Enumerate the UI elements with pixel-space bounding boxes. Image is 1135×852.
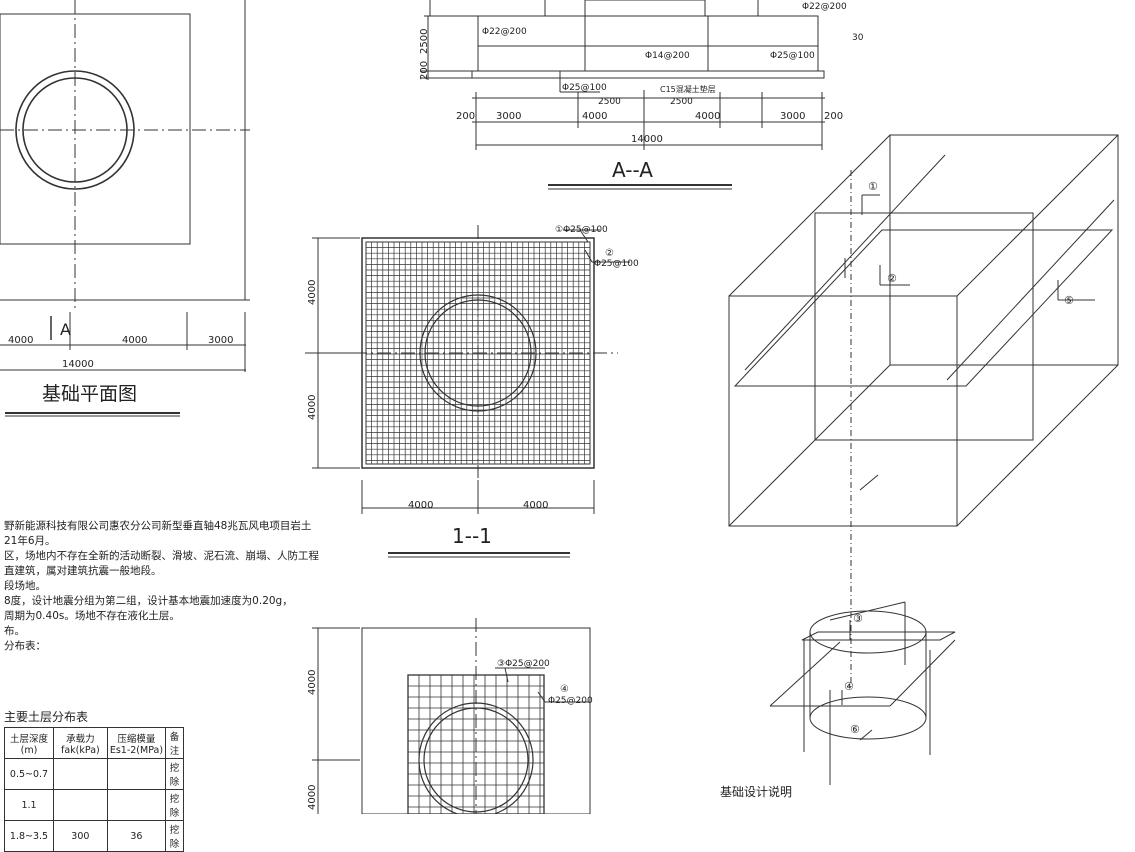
s11-rebar-2-marker: ② bbox=[605, 248, 614, 259]
table-cell: 36 bbox=[106, 820, 167, 852]
aa-dim-2: 3000 bbox=[496, 111, 521, 122]
aa-rebar-5: Φ22@200 bbox=[802, 2, 847, 12]
aa-dim-4: 4000 bbox=[695, 111, 720, 122]
plan-title: 基础平面图 bbox=[42, 383, 137, 405]
aa-rebar-3: Φ25@100 bbox=[562, 83, 607, 93]
plan-dim-2: 4000 bbox=[122, 335, 147, 346]
aa-title: A--A bbox=[612, 158, 653, 182]
table-header: 备注 bbox=[165, 727, 184, 759]
note-line: 区，场地内不存在全新的活动断裂、滑坡、泥石流、崩塌、人防工程 bbox=[4, 550, 319, 562]
iso-marker-1: ① bbox=[868, 180, 878, 193]
table-header: 承载力fak(kPa) bbox=[53, 727, 108, 759]
table-cell bbox=[53, 789, 108, 821]
cyl-marker-4: ④ bbox=[844, 680, 854, 693]
aa-dim-6: 200 bbox=[824, 111, 843, 122]
table-cell: 挖除 bbox=[165, 789, 184, 821]
table-cell bbox=[106, 789, 167, 821]
note-line: 21年6月。 bbox=[4, 535, 56, 547]
aa-dim-3: 4000 bbox=[582, 111, 607, 122]
design-notes-title: 基础设计说明 bbox=[720, 784, 792, 799]
table-cell bbox=[106, 758, 167, 790]
aa-sub-dim-1: 2500 bbox=[598, 97, 621, 107]
aa-dim-5: 3000 bbox=[780, 111, 805, 122]
cyl-marker-3: ③ bbox=[853, 612, 863, 625]
table-cell: 挖除 bbox=[165, 820, 184, 852]
s11-left-dim-1: 4000 bbox=[307, 280, 318, 305]
aa-rebar-1: Φ22@200 bbox=[482, 27, 527, 37]
table-cell bbox=[53, 758, 108, 790]
aa-rebar-2: Φ14@200 bbox=[645, 51, 690, 61]
table-cell: 挖除 bbox=[165, 758, 184, 790]
sb-left-dim-1: 4000 bbox=[307, 670, 318, 695]
note-line: 直建筑，属对建筑抗震一般地段。 bbox=[4, 565, 162, 577]
aa-overall: 14000 bbox=[631, 134, 663, 145]
s11-rebar-1: ①Φ25@100 bbox=[555, 225, 608, 235]
s11-rebar-2-spec: Φ25@100 bbox=[594, 259, 639, 269]
plan-section-marker: A bbox=[60, 320, 71, 339]
table-row: 0.5~0.7 挖除 bbox=[4, 758, 184, 790]
table-row: 1.1 挖除 bbox=[4, 789, 184, 821]
note-line: 段场地。 bbox=[4, 580, 46, 592]
section-aa bbox=[420, 0, 825, 190]
iso-marker-5: ⑤ bbox=[1064, 294, 1074, 307]
table-row: 1.8~3.5 300 36 挖除 bbox=[4, 820, 184, 852]
aa-sub-dim-2: 2500 bbox=[670, 97, 693, 107]
note-line: 分布表： bbox=[4, 640, 46, 652]
section-11 bbox=[305, 225, 630, 558]
s11-title: 1--1 bbox=[452, 524, 492, 548]
foundation-plan bbox=[0, 0, 250, 417]
soil-table-title: 主要土层分布表 bbox=[4, 710, 89, 724]
iso-box bbox=[728, 134, 1119, 690]
plan-overall: 14000 bbox=[62, 359, 94, 370]
aa-rebar-4: Φ25@100 bbox=[770, 51, 815, 61]
aa-left-dim-2: 200 bbox=[419, 61, 430, 80]
aa-concrete-label: C15混凝土垫层 bbox=[660, 84, 716, 94]
note-line: 8度，设计地震分组为第二组，设计基本地震加速度为0.20g， bbox=[4, 595, 293, 607]
table-cell: 0.5~0.7 bbox=[4, 758, 54, 790]
cyl-marker-6: ⑥ bbox=[850, 723, 860, 736]
s11-bottom-dim-2: 4000 bbox=[523, 500, 548, 511]
aa-dim-1: 200 bbox=[456, 111, 475, 122]
note-line: 布。 bbox=[4, 625, 25, 637]
note-line: 野新能源科技有限公司惠农分公司新型垂直轴48兆瓦风电项目岩土 bbox=[4, 520, 312, 532]
table-header-row: 土层深度(m) 承载力fak(kPa) 压缩模量Es1-2(MPa) 备注 bbox=[4, 727, 184, 759]
sb-left-dim-2: 4000 bbox=[307, 785, 318, 810]
table-cell: 300 bbox=[53, 820, 108, 852]
iso-cylinder bbox=[769, 601, 956, 785]
plan-dim-3: 3000 bbox=[208, 335, 233, 346]
table-cell: 1.8~3.5 bbox=[4, 820, 54, 852]
table-cell: 1.1 bbox=[4, 789, 54, 821]
sb-rebar-3: ③Φ25@200 bbox=[497, 659, 550, 669]
s11-bottom-dim-1: 4000 bbox=[408, 500, 433, 511]
geology-notes: 野新能源科技有限公司惠农分公司新型垂直轴48兆瓦风电项目岩土 21年6月。 区，… bbox=[4, 519, 319, 654]
section-bottom bbox=[312, 618, 591, 814]
sb-rebar-4-marker: ④ bbox=[560, 684, 569, 695]
aa-right-note: 30 bbox=[852, 33, 864, 43]
note-line: 周期为0.40s。场地不存在液化土层。 bbox=[4, 610, 180, 622]
engineering-drawing: 200 3000 4000 4000 3000 200 14000 2500 2… bbox=[0, 0, 1119, 814]
table-header: 土层深度(m) bbox=[4, 727, 54, 759]
table-header: 压缩模量Es1-2(MPa) bbox=[106, 727, 167, 759]
iso-marker-2: ② bbox=[887, 272, 897, 285]
plan-dim-1: 4000 bbox=[8, 335, 33, 346]
sb-rebar-4-spec: Φ25@200 bbox=[548, 696, 593, 706]
aa-left-dim-1: 2500 bbox=[419, 29, 430, 54]
s11-left-dim-2: 4000 bbox=[307, 395, 318, 420]
soil-layer-table: 主要土层分布表 土层深度(m) 承载力fak(kPa) 压缩模量Es1-2(MP… bbox=[4, 706, 184, 852]
